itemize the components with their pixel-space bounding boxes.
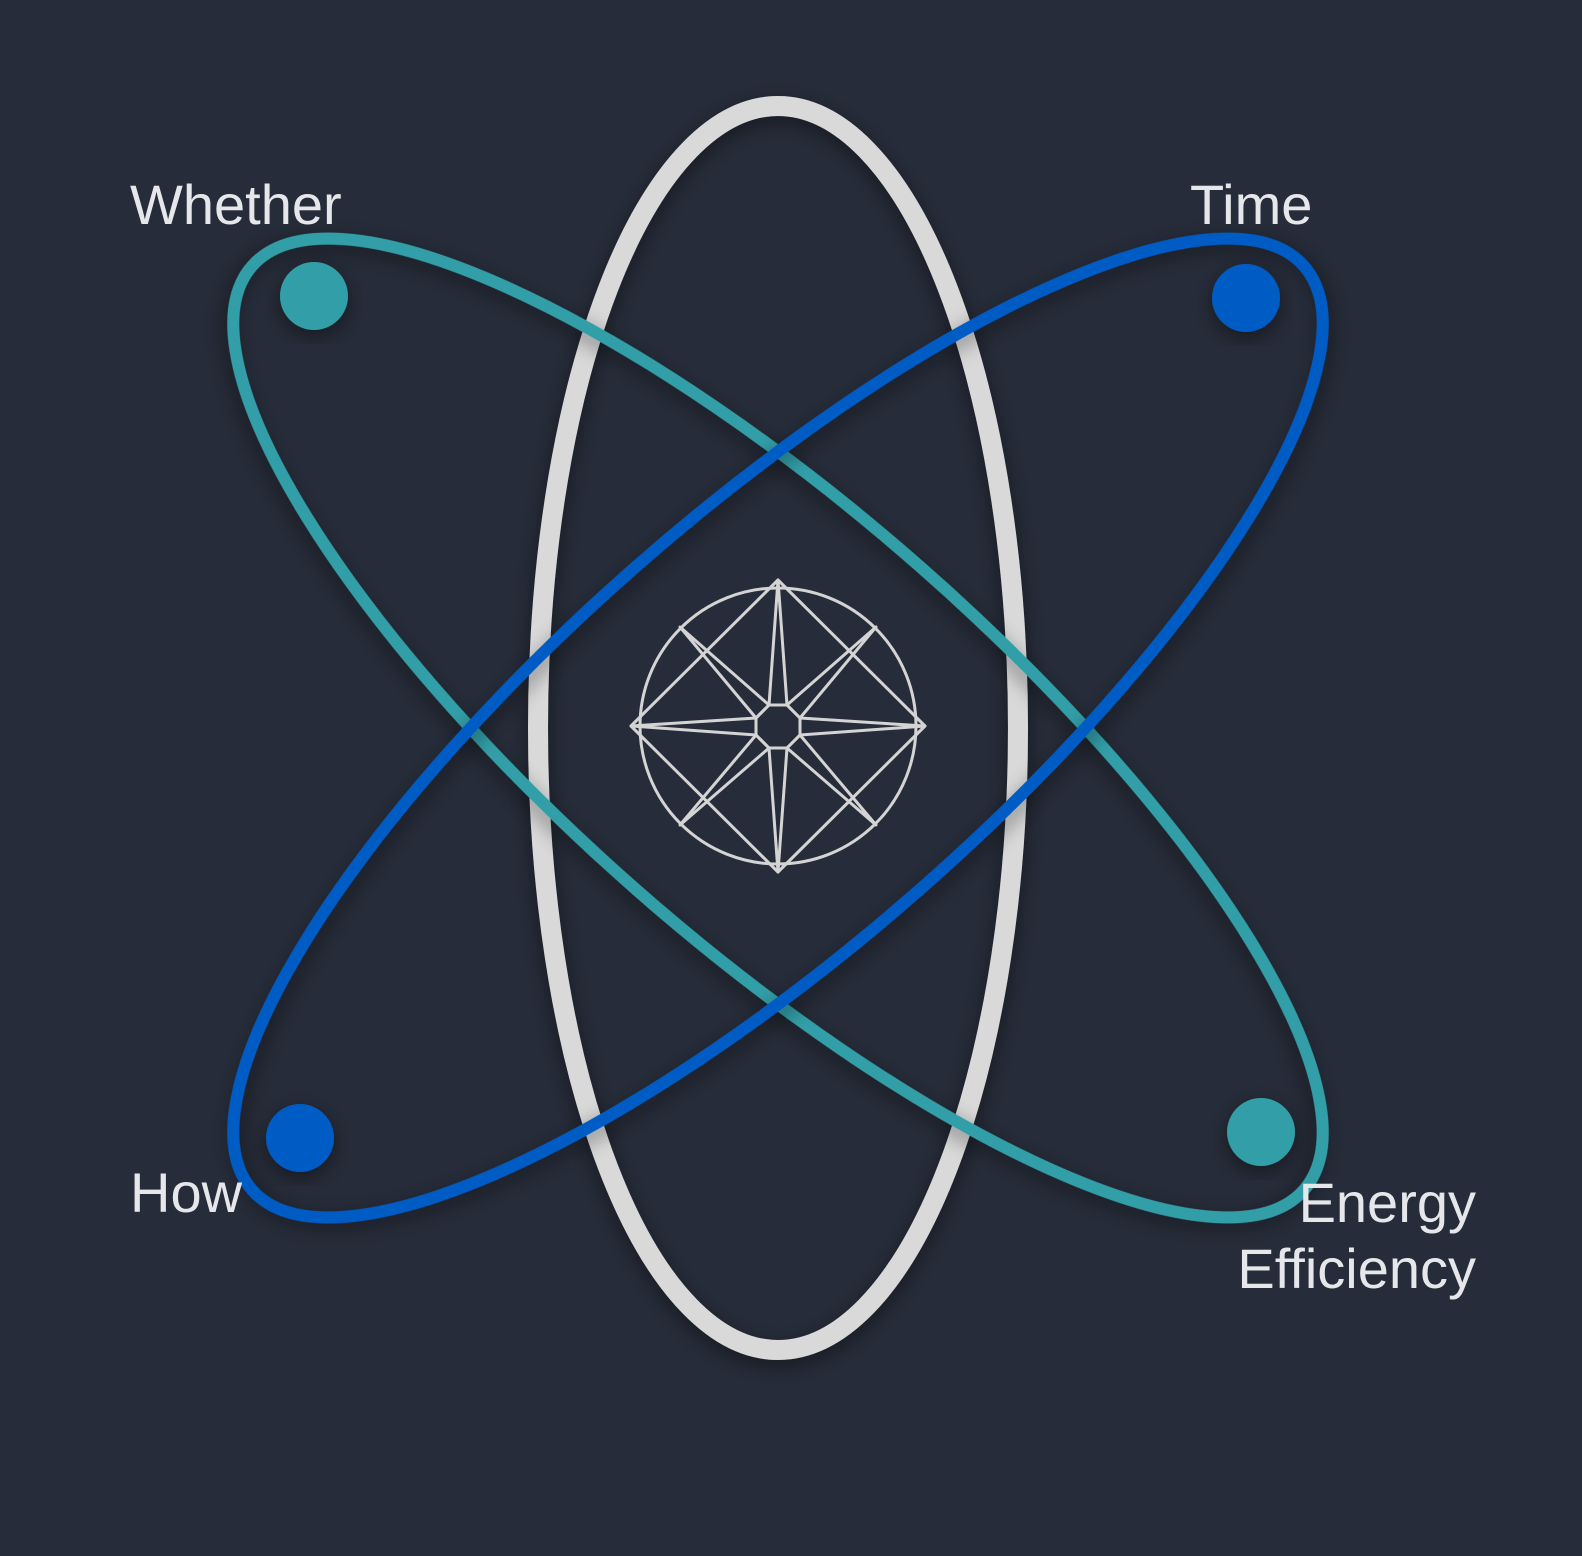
- electron-how: [266, 1104, 334, 1172]
- label-how: How: [130, 1161, 243, 1224]
- label-time: Time: [1190, 173, 1313, 236]
- label-whether: Whether: [130, 173, 342, 236]
- label-energy-efficiency-line1: Energy: [1298, 1171, 1476, 1234]
- electron-time: [1212, 264, 1280, 332]
- orbit-vertical: [528, 96, 1028, 1360]
- orbit-blue: [227, 232, 1329, 1224]
- electron-whether: [280, 262, 348, 330]
- label-energy-efficiency-line2: Efficiency: [1237, 1237, 1476, 1300]
- orbit-teal: [227, 232, 1329, 1224]
- label-energy-efficiency: Energy Efficiency: [1237, 1170, 1476, 1302]
- compass-rose-icon: [629, 578, 927, 874]
- electron-energy-efficiency: [1227, 1098, 1295, 1166]
